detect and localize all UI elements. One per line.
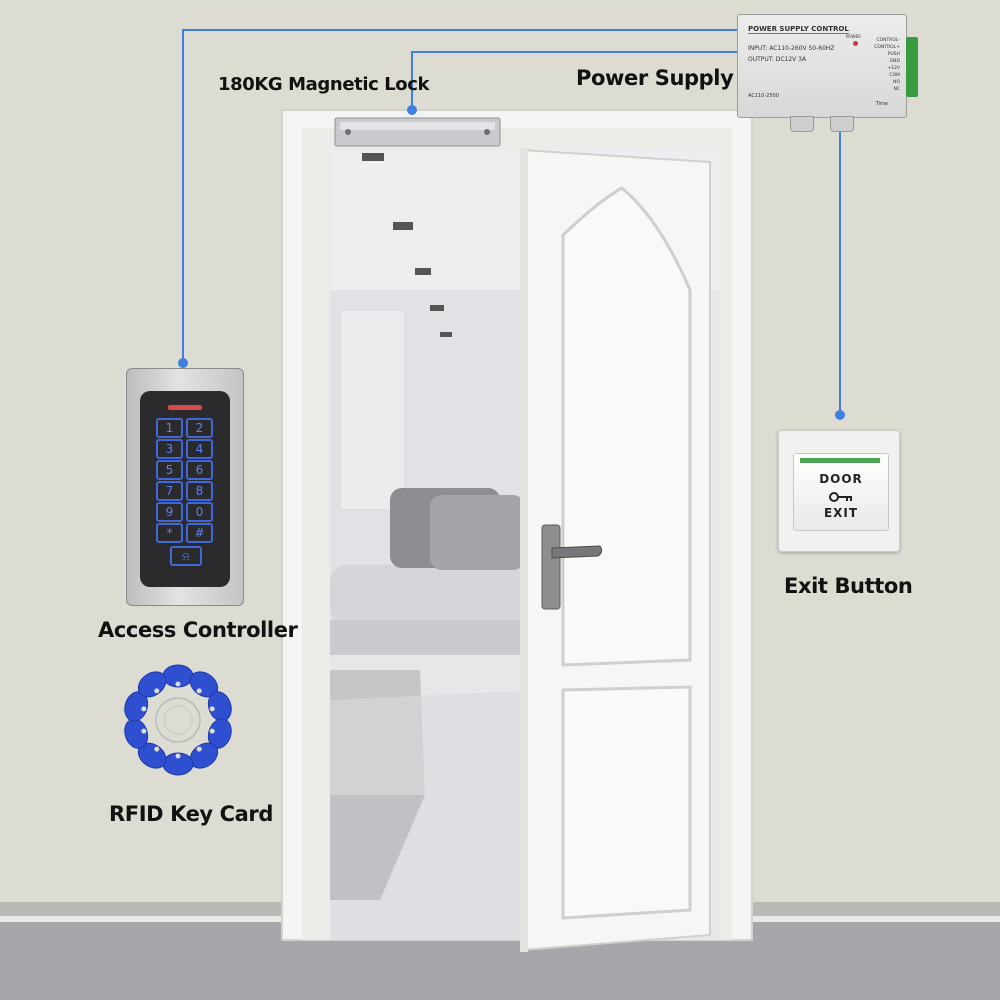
psu-model: AC110-2500	[748, 93, 779, 99]
magnetic-lock-highlight	[340, 122, 495, 130]
psu-power-led-label: POWER	[846, 34, 861, 39]
psu-terminal-label: CONTROL-	[876, 38, 900, 43]
psu-power-led	[853, 41, 858, 46]
fob-hole	[175, 681, 181, 687]
wire-node	[835, 410, 845, 420]
room-floor	[330, 690, 540, 940]
bell-key[interactable]: ⍾	[170, 546, 202, 566]
door-handle-lever	[551, 545, 603, 559]
keypad-key[interactable]: 2	[186, 418, 213, 438]
fob-hole	[196, 746, 202, 752]
ceiling-light	[430, 305, 444, 311]
fob-hole	[196, 688, 202, 694]
fob-hole	[209, 706, 215, 712]
magnetic-lock-label: 180KG Magnetic Lock	[218, 74, 430, 95]
psu-terminal-label: CONTROL+	[874, 45, 900, 50]
ceiling-light	[415, 268, 431, 275]
key-ring	[155, 697, 201, 743]
ceiling-light	[440, 332, 452, 337]
fob-hole	[154, 746, 160, 752]
sofa-cushion	[430, 495, 525, 570]
psu-terminal-labels: CONTROL- CONTROL+ PUSH GND +12V COM NO NC	[860, 37, 900, 93]
psu-time-label: Time	[875, 101, 888, 107]
keypad-key[interactable]: 0	[186, 502, 213, 522]
fob-hole	[209, 728, 215, 734]
psu-mount-tab	[830, 116, 854, 132]
psu-terminal-block	[906, 37, 918, 97]
access-controller-label: Access Controller	[98, 618, 298, 642]
rfid-key-fobs	[124, 664, 232, 776]
fob-hole	[175, 753, 181, 759]
keypad-key[interactable]: 4	[186, 439, 213, 459]
door-handle-plate	[541, 524, 561, 610]
fob-hole	[154, 688, 160, 694]
psu-header: POWER SUPPLY CONTROL	[748, 25, 849, 34]
psu-output-spec: OUTPUT: DC12V 3A	[748, 56, 807, 63]
exit-button-green-strip	[800, 458, 880, 463]
psu-terminal-label: NC	[893, 87, 900, 92]
keypad-key[interactable]: 7	[156, 481, 183, 501]
exit-button-device: DOOR EXIT	[778, 430, 900, 552]
rfid-key-card-label: RFID Key Card	[109, 802, 273, 826]
psu-terminal-label: NO	[893, 80, 900, 85]
wire-lock-to-power	[411, 51, 742, 112]
sofa-base	[330, 620, 530, 655]
keypad-key[interactable]: #	[186, 523, 213, 543]
exit-button[interactable]: DOOR EXIT	[793, 453, 889, 531]
keypad-key[interactable]: 3	[156, 439, 183, 459]
exit-button-label: Exit Button	[784, 574, 913, 598]
wire-node	[407, 105, 417, 115]
keypad-key[interactable]: 5	[156, 460, 183, 480]
ceiling-light	[362, 153, 384, 161]
ceiling-light	[393, 222, 413, 230]
power-supply-unit: POWER SUPPLY CONTROL INPUT: AC110-260V 5…	[737, 14, 918, 118]
psu-terminal-label: +12V	[887, 66, 900, 71]
keypad-key[interactable]: 1	[156, 418, 183, 438]
psu-terminal-label: GND	[889, 59, 900, 64]
lock-screw	[484, 129, 490, 135]
room-column	[339, 309, 406, 511]
power-supply-label: Power Supply	[576, 66, 734, 90]
wire-node	[178, 358, 188, 368]
wire-controller-to-power	[182, 29, 742, 365]
door-edge	[520, 148, 528, 952]
psu-mount-tab	[790, 116, 814, 132]
keypad-key[interactable]: 8	[186, 481, 213, 501]
lock-screw	[345, 129, 351, 135]
key-icon	[829, 489, 853, 502]
keypad-key[interactable]: 6	[186, 460, 213, 480]
fob-hole	[141, 728, 147, 734]
fob-hole	[141, 706, 147, 712]
psu-input-spec: INPUT: AC110-260V 50-60HZ	[748, 45, 835, 52]
exit-button-line1: DOOR	[819, 472, 863, 486]
keypad-status-led	[168, 405, 202, 410]
keypad-key[interactable]: 9	[156, 502, 183, 522]
sofa-seat	[330, 565, 530, 625]
psu-terminal-label: COM	[889, 73, 900, 78]
door-lower-panel	[561, 685, 692, 920]
key-ring	[163, 705, 193, 735]
door-upper-panel	[561, 186, 692, 667]
psu-terminal-label: PUSH	[887, 52, 900, 57]
exit-button-line2: EXIT	[823, 506, 859, 520]
keypad-key[interactable]: *	[156, 523, 183, 543]
